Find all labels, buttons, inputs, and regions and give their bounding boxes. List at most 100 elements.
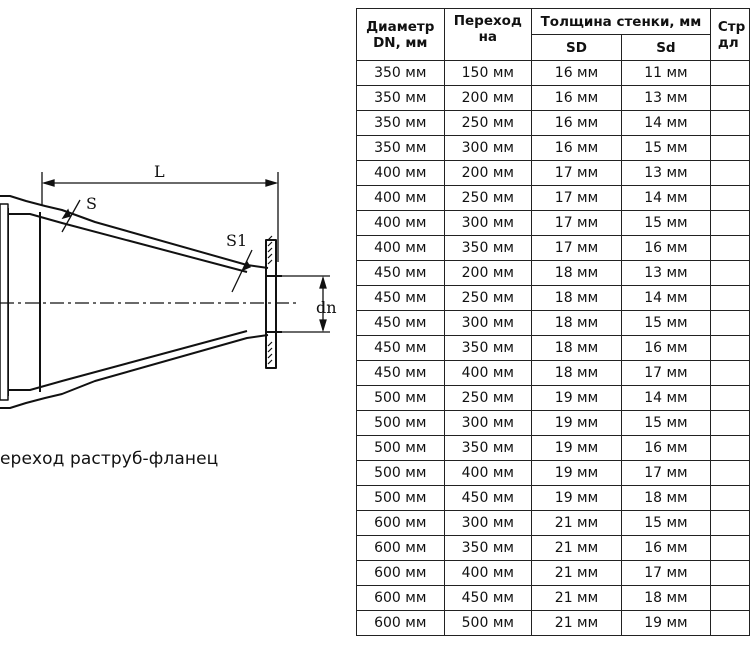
cell-transition: 300 мм: [443, 210, 533, 236]
cell-sd: 18 мм: [531, 285, 622, 311]
cell-sd: 18 мм: [531, 335, 622, 361]
cell-sd: 21 мм: [531, 510, 622, 536]
socket-ring: [0, 203, 9, 401]
cell-sd-small: 17 мм: [620, 560, 711, 586]
cell-sd-small: 15 мм: [620, 135, 711, 161]
cell-sd-small: 18 мм: [620, 585, 711, 611]
header-clipped: Стр дл: [709, 8, 750, 61]
cell-clipped: [709, 160, 750, 186]
cell-sd: 21 мм: [531, 535, 622, 561]
cell-clipped: [709, 435, 750, 461]
cell-transition: 300 мм: [443, 410, 533, 436]
cell-dn: 450 мм: [356, 360, 445, 386]
cell-sd: 17 мм: [531, 160, 622, 186]
cell-clipped: [709, 585, 750, 611]
cell-transition: 350 мм: [443, 435, 533, 461]
cell-dn: 400 мм: [356, 185, 445, 211]
label-dn: dn: [316, 298, 337, 317]
cell-clipped: [709, 360, 750, 386]
cell-dn: 600 мм: [356, 510, 445, 536]
cell-sd: 19 мм: [531, 460, 622, 486]
cell-sd-small: 16 мм: [620, 335, 711, 361]
cell-transition: 200 мм: [443, 85, 533, 111]
cell-sd: 18 мм: [531, 360, 622, 386]
cell-transition: 200 мм: [443, 160, 533, 186]
cell-clipped: [709, 235, 750, 261]
cell-sd: 19 мм: [531, 385, 622, 411]
cell-clipped: [709, 335, 750, 361]
cell-dn: 500 мм: [356, 460, 445, 486]
cell-clipped: [709, 185, 750, 211]
cell-transition: 300 мм: [443, 135, 533, 161]
header-sd: SD: [531, 34, 622, 61]
drawing-caption: ереход раструб-фланец: [0, 449, 219, 469]
dim-s-leader: [61, 199, 81, 233]
cell-transition: 450 мм: [443, 485, 533, 511]
cell-sd: 18 мм: [531, 310, 622, 336]
specs-table-wrapper: Диаметр DN, мм Переход на Толщина стенки…: [356, 8, 750, 636]
socket-outline: [0, 195, 269, 409]
cell-dn: 600 мм: [356, 560, 445, 586]
cell-dn: 350 мм: [356, 85, 445, 111]
cell-transition: 350 мм: [443, 235, 533, 261]
cell-sd-small: 18 мм: [620, 485, 711, 511]
cell-dn: 450 мм: [356, 285, 445, 311]
cell-transition: 350 мм: [443, 535, 533, 561]
cell-sd-small: 17 мм: [620, 460, 711, 486]
dim-l-arrow-right: [265, 179, 279, 187]
cell-sd-small: 16 мм: [620, 535, 711, 561]
cell-sd-small: 16 мм: [620, 235, 711, 261]
cell-sd-small: 19 мм: [620, 610, 711, 636]
cell-sd: 16 мм: [531, 85, 622, 111]
cell-dn: 450 мм: [356, 260, 445, 286]
cell-dn: 500 мм: [356, 435, 445, 461]
cell-transition: 200 мм: [443, 260, 533, 286]
cell-dn: 500 мм: [356, 410, 445, 436]
cell-dn: 450 мм: [356, 310, 445, 336]
cell-transition: 300 мм: [443, 310, 533, 336]
cell-sd-small: 17 мм: [620, 360, 711, 386]
cell-transition: 400 мм: [443, 460, 533, 486]
label-s1: S1: [226, 231, 247, 250]
dim-s1-arrow: [241, 260, 251, 272]
cell-dn: 500 мм: [356, 485, 445, 511]
cell-sd: 16 мм: [531, 60, 622, 86]
cell-dn: 350 мм: [356, 110, 445, 136]
cell-clipped: [709, 285, 750, 311]
cell-sd-small: 16 мм: [620, 435, 711, 461]
dim-dn-arrow-top: [319, 275, 327, 289]
header-dn: Диаметр DN, мм: [356, 8, 445, 61]
cell-clipped: [709, 410, 750, 436]
cell-sd-small: 15 мм: [620, 210, 711, 236]
cell-clipped: [709, 260, 750, 286]
cell-clipped: [709, 210, 750, 236]
cell-sd-small: 15 мм: [620, 510, 711, 536]
cell-sd: 21 мм: [531, 585, 622, 611]
label-l: L: [154, 162, 165, 181]
cell-transition: 300 мм: [443, 510, 533, 536]
cell-sd-small: 13 мм: [620, 260, 711, 286]
dim-l-arrow-left: [41, 179, 55, 187]
cell-transition: 150 мм: [443, 60, 533, 86]
cell-clipped: [709, 485, 750, 511]
socket-inner-wall: [0, 213, 248, 391]
cell-sd-small: 11 мм: [620, 60, 711, 86]
cell-dn: 600 мм: [356, 535, 445, 561]
cell-sd: 16 мм: [531, 110, 622, 136]
